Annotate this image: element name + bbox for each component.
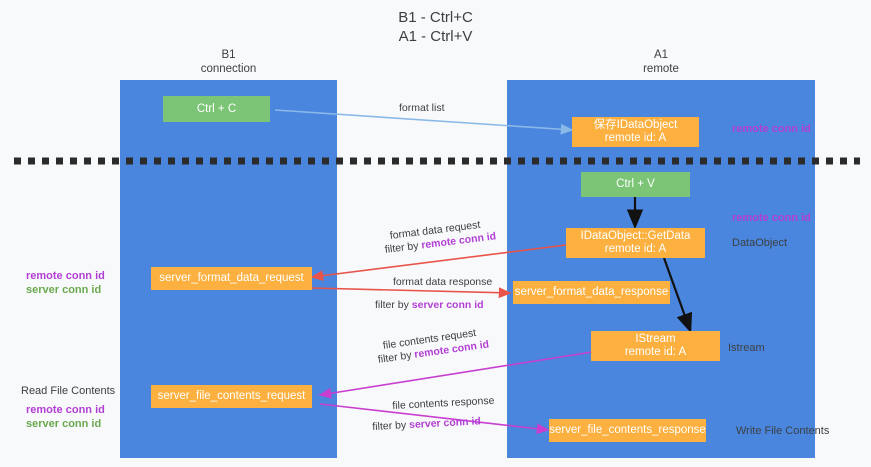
annotation-left-server-conn-id: server conn id xyxy=(26,284,102,296)
box-server-file-contents-request[interactable]: server_file_contents_request xyxy=(151,385,312,408)
edge-label-file-contents-response-filter: filter by server conn id xyxy=(372,414,481,434)
edge-label-format-data-response-filter: filter by server conn id xyxy=(375,298,484,312)
annotation-remote-conn-id-mid: remote conn id xyxy=(732,212,811,224)
annotation-left-remote-conn-id-2: remote conn id xyxy=(26,404,105,416)
box-save-dataobject[interactable]: 保存IDataObject remote id: A xyxy=(572,117,699,147)
annotation-dataobject: DataObject xyxy=(732,237,788,249)
box-server-format-data-request[interactable]: server_format_data_request xyxy=(151,267,312,290)
box-idataobject-getdata[interactable]: IDataObject::GetData remote id: A xyxy=(566,228,705,258)
box-ctrl-c[interactable]: Ctrl + C xyxy=(163,96,270,122)
box-server-file-contents-response[interactable]: server_file_contents_response xyxy=(549,419,706,442)
column-header-b1: B1 connection xyxy=(120,48,337,76)
box-ctrl-v[interactable]: Ctrl + V xyxy=(581,172,690,197)
box-server-format-data-response[interactable]: server_format_data_response xyxy=(513,281,670,304)
annotation-read-file-contents: Read File Contents xyxy=(21,385,116,397)
title-line-2: A1 - Ctrl+V xyxy=(398,28,473,45)
column-header-b1-role: connection xyxy=(200,63,257,75)
column-header-b1-name: B1 xyxy=(221,49,236,61)
edge-label-format-data-response: format data response xyxy=(393,276,493,288)
column-header-a1-name: A1 xyxy=(653,49,669,61)
edge-label-format-list: format list xyxy=(399,102,445,114)
filter-prefix: filter by xyxy=(372,419,410,433)
annotation-left-remote-conn-id: remote conn id xyxy=(26,270,105,282)
filter-key-server-conn-id: server conn id xyxy=(408,415,482,432)
filter-prefix: filter by xyxy=(377,348,416,366)
annotation-istream: Istream xyxy=(728,342,765,354)
annotation-remote-conn-id-top: remote conn id xyxy=(732,123,811,135)
filter-prefix: filter by xyxy=(375,299,412,311)
title-line-1: B1 - Ctrl+C xyxy=(398,9,473,26)
filter-prefix: filter by xyxy=(384,239,423,256)
annotation-left-server-conn-id-2: server conn id xyxy=(26,418,102,430)
column-header-a1-role: remote xyxy=(643,63,679,75)
filter-key-server-conn-id: server conn id xyxy=(411,299,484,311)
column-header-a1: A1 remote xyxy=(507,48,815,76)
edge-label-file-contents-response: file contents response xyxy=(392,394,495,412)
box-istream[interactable]: IStream remote id: A xyxy=(591,331,720,361)
diagram-title: B1 - Ctrl+C A1 - Ctrl+V xyxy=(0,8,871,46)
annotation-write-file-contents: Write File Contents xyxy=(736,425,830,437)
